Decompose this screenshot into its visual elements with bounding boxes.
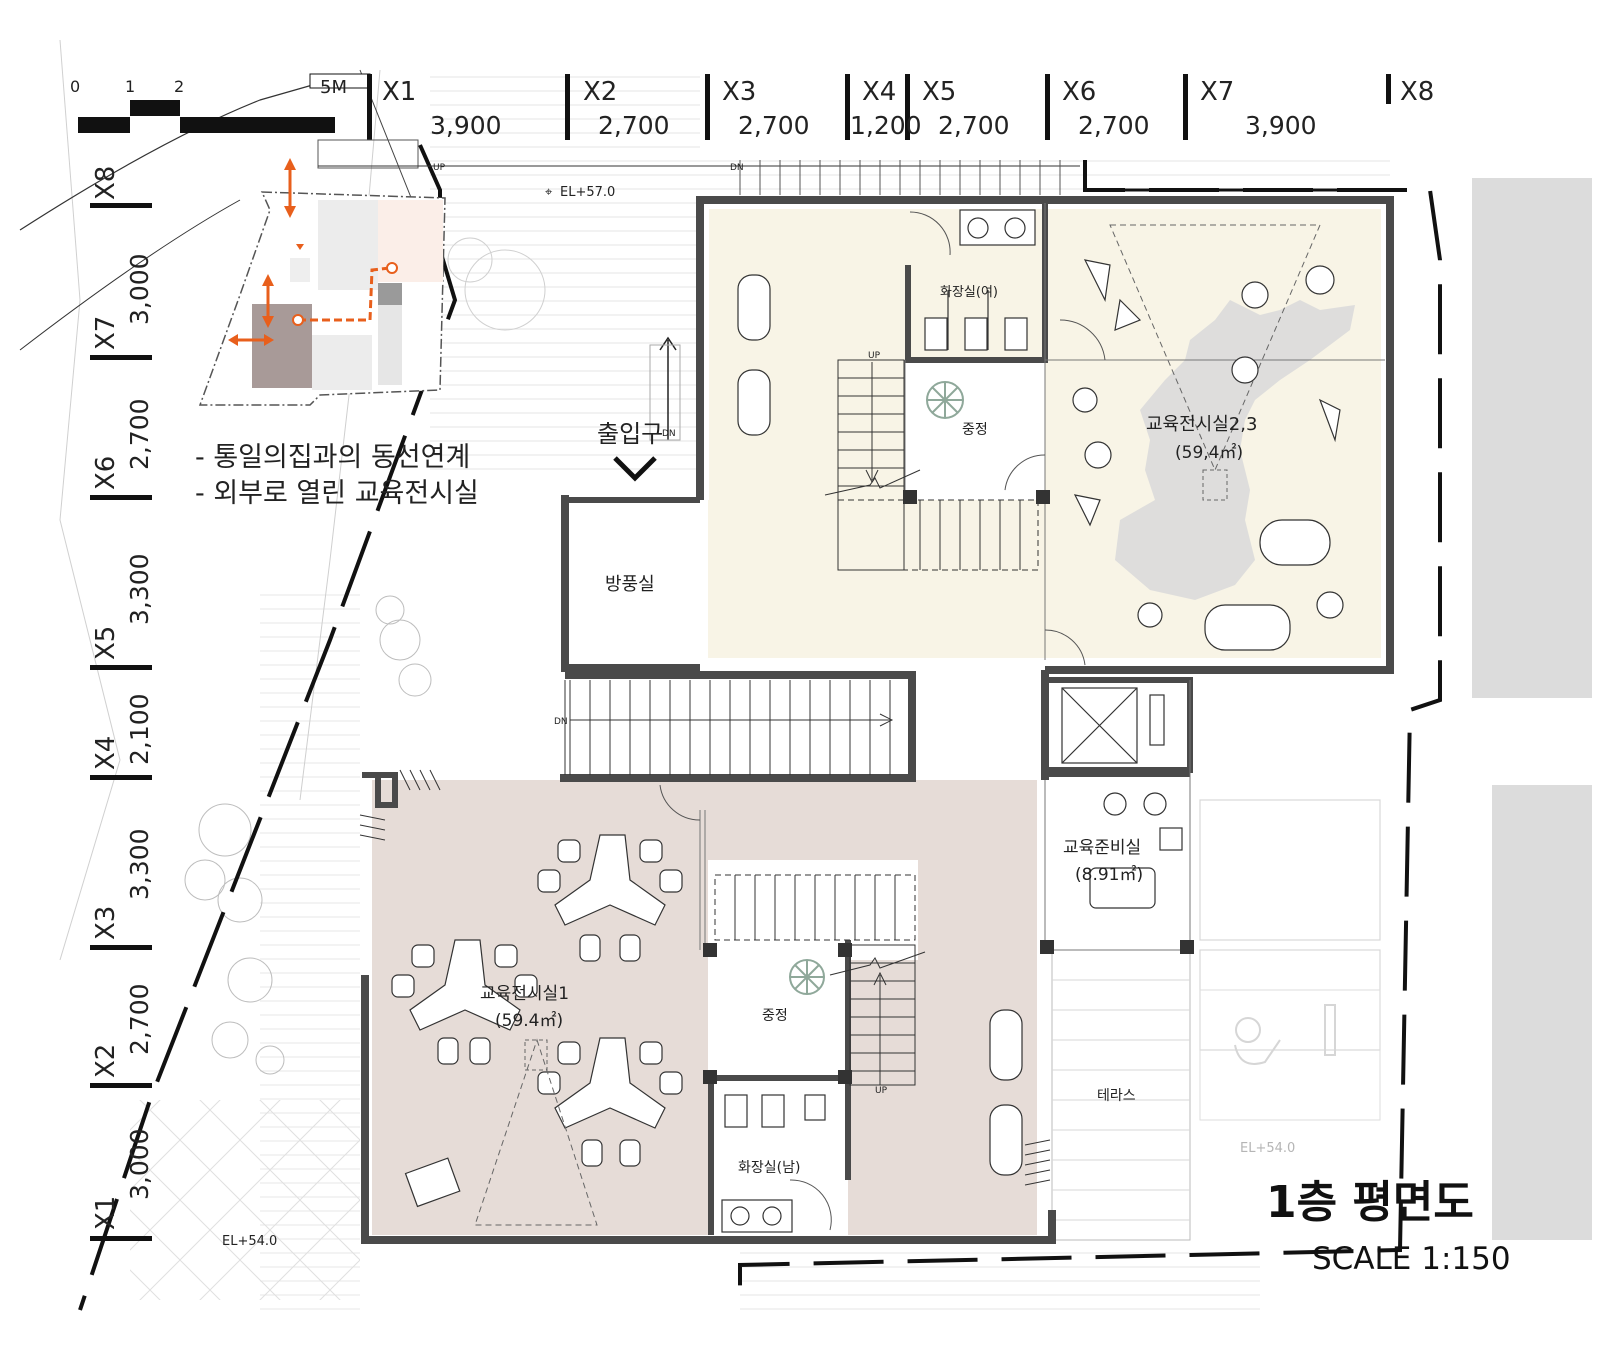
room-toilet-women: 화장실(여) (940, 285, 998, 300)
grid-x-dim-7: 3,900 (1245, 111, 1317, 140)
design-notes: - 통일의집과의 동선연계 - 외부로 열린 교육전시실 (195, 442, 479, 509)
grid-x7: X7 (1200, 77, 1234, 107)
room-labels: 방풍실 화장실(여) 중정 교육전시실2,3 (59,4㎡) 교육준비실 (8.… (480, 285, 1257, 1176)
grid-x-dim-6: 2,700 (1078, 111, 1150, 140)
toilet-fixtures-women (924, 209, 1036, 351)
grid-y-dim-4: 2,100 (125, 693, 154, 765)
grid-y-dim-3: 3,300 (125, 553, 154, 625)
room-courtyard-bottom: 중정 (762, 1008, 788, 1024)
grid-y-dim-2: 2,700 (125, 398, 154, 470)
grid-x2: X2 (583, 77, 617, 107)
stair-down-label-1: DN (554, 717, 568, 727)
scale-tick-0: 0 (70, 77, 80, 96)
entrance-label: 출입구 (597, 420, 663, 448)
scale-end-label: 5M (320, 77, 347, 98)
stairs-lower (714, 874, 926, 1086)
korea-map-graphic (1115, 300, 1355, 600)
grid-y-dim-7: 3,000 (125, 1128, 154, 1200)
grid-x-dim-2: 2,700 (598, 111, 670, 140)
lounge-seats (737, 274, 1023, 1176)
drawing-title-block: 1층 평면도 SCALE 1:150 (1266, 1177, 1511, 1277)
sightline-bottom (474, 1038, 598, 1226)
note-1: - 통일의집과의 동선연계 (195, 442, 470, 473)
level-bottom-left-label: EL+54.0 (222, 1234, 277, 1249)
level-right-label: EL+54.0 (1240, 1141, 1295, 1156)
drawing-title: 1층 평면도 (1266, 1177, 1474, 1228)
grid-x-dim-3: 2,700 (738, 111, 810, 140)
level-top-label: EL+57.0 (560, 185, 615, 200)
columns (703, 490, 1194, 1084)
grid-y2: X2 (91, 1044, 121, 1078)
grid-x3: X3 (722, 77, 756, 107)
windows (359, 769, 1051, 1186)
grid-y: X8 X7 X6 X5 X4 X3 X2 X1 3,000 2,700 3,30… (90, 166, 154, 1241)
room-prep-name: 교육준비실 (1063, 838, 1141, 858)
grid-x1: X1 (382, 77, 416, 107)
courtyard-plant-top (926, 381, 964, 419)
stairs-middle (564, 680, 894, 775)
grid-y-dim-1: 3,000 (125, 253, 154, 325)
terrace-floor (1051, 949, 1191, 1241)
exhibition-1-furniture (391, 834, 683, 1208)
grid-x-dim-1: 3,900 (430, 111, 502, 140)
parking-area (1199, 178, 1592, 1240)
exterior-stairs (317, 139, 1080, 441)
room-prep-area: (8.91㎡) (1075, 865, 1143, 885)
stairs-upper (824, 359, 1039, 571)
grid-x-dim-4: 1,200 (850, 111, 922, 140)
room-terrace: 테라스 (1097, 1088, 1136, 1104)
note-2: - 외부로 열린 교육전시실 (195, 478, 479, 509)
stair-down-label-2: DN (662, 429, 676, 439)
room-exhibit-1-area: (59.4㎡) (495, 1011, 563, 1031)
stair-up-label-1: UP (868, 351, 881, 361)
level-top: ⌖ (545, 185, 553, 200)
exhibition-23-furniture (1072, 259, 1344, 651)
stair-up-label-3: UP (433, 163, 446, 173)
scale-bar: 0 1 2 5M (70, 73, 371, 133)
stair-labels: UP UP DN DN DN UP (433, 163, 888, 1096)
toilet-fixtures-men (721, 1094, 826, 1233)
grid-y5: X5 (91, 626, 121, 660)
stair-down-label-3: DN (730, 163, 744, 173)
grid-y-dim-6: 2,700 (125, 983, 154, 1055)
grid-x8: X8 (1400, 77, 1434, 107)
room-exhibit-23-area: (59,4㎡) (1175, 443, 1243, 463)
grid-y4: X4 (91, 736, 121, 770)
room-windbreak: 방풍실 (605, 574, 655, 595)
elevator (1061, 687, 1165, 764)
grid-y6: X6 (91, 456, 121, 490)
terrace-deck (1052, 979, 1190, 1221)
grid-x4: X4 (862, 77, 896, 107)
grid-x-dim-5: 2,700 (938, 111, 1010, 140)
sightline-top (1109, 224, 1321, 472)
levels: ⌖ EL+57.0 EL+54.0 EL+54.0 (222, 185, 1295, 1249)
wall-linework (699, 203, 1385, 951)
grid-x6: X6 (1062, 77, 1096, 107)
room-toilet-men: 화장실(남) (738, 1160, 800, 1176)
room-courtyard-top: 중정 (962, 422, 988, 438)
grid-y3: X3 (91, 906, 121, 940)
stair-up-label-2: UP (875, 1086, 888, 1096)
accessible-parking-icon (1234, 1004, 1336, 1065)
key-plan (198, 158, 446, 406)
grid-x: X1 X2 X3 X4 X5 X6 X7 X8 3,900 2,700 2,70… (367, 74, 1434, 140)
room-exhibit-23-name: 교육전시실2,3 (1146, 414, 1257, 435)
grid-y-dim-5: 3,300 (125, 828, 154, 900)
drawing-scale: SCALE 1:150 (1312, 1241, 1511, 1277)
scale-tick-2: 2 (174, 77, 184, 96)
scale-tick-1: 1 (125, 77, 135, 96)
entrance-marker: 출입구 (597, 420, 663, 482)
courtyard-plant-bottom (789, 959, 825, 995)
grid-y1: X1 (91, 1196, 121, 1230)
grid-y7: X7 (91, 316, 121, 350)
room-exhibit-1-name: 교육전시실1 (480, 984, 569, 1004)
trees (184, 237, 546, 1075)
grid-y8: X8 (91, 166, 121, 200)
prep-room-furniture (1089, 792, 1183, 909)
doors (659, 211, 1106, 1231)
grid-x5: X5 (922, 77, 956, 107)
